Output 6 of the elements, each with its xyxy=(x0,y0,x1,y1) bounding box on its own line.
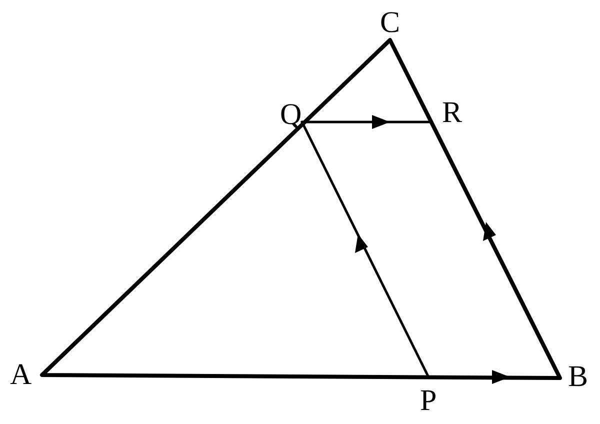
point-label: A xyxy=(10,360,32,390)
point-label: Q xyxy=(280,100,302,130)
point-label: C xyxy=(380,8,400,38)
point-label: R xyxy=(442,98,462,128)
point-label: P xyxy=(420,386,437,416)
point-label: B xyxy=(568,362,588,392)
